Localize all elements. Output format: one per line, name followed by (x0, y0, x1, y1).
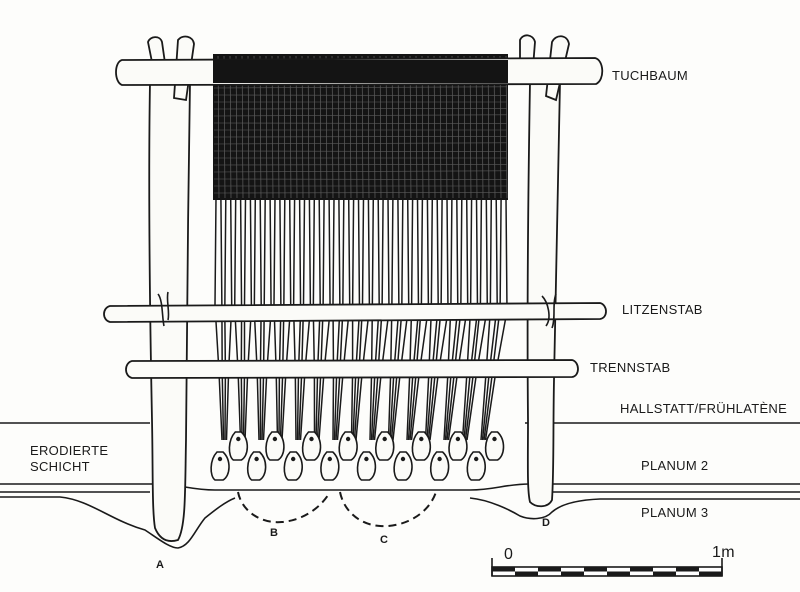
pit-b-outline (237, 491, 331, 524)
stratigraphy-lines (0, 422, 800, 549)
label-erodiert-line1: ERODIERTE (30, 443, 109, 458)
label-erodiert-line2: SCHICHT (30, 459, 90, 474)
pit-c-outline (339, 491, 437, 528)
post-a (147, 35, 195, 542)
label-tuchbaum: TUCHBAUM (612, 68, 689, 83)
pits (237, 491, 437, 528)
label-pit-b: B (270, 527, 279, 539)
litzenstab-rod (103, 302, 607, 323)
label-post-a: A (156, 559, 165, 571)
label-post-d: D (542, 517, 551, 529)
warp-threads (214, 197, 508, 441)
scale-bar (491, 558, 723, 577)
loom-weights (210, 431, 505, 481)
label-planum-3: PLANUM 3 (641, 505, 709, 520)
tuchbaum-beam (115, 57, 604, 86)
label-period: HALLSTATT/FRÜHLATÈNE (620, 401, 788, 416)
trennstab-rod (125, 359, 579, 379)
label-pit-c: C (380, 534, 389, 546)
scale-end-label: 1m (712, 544, 735, 561)
post-d (519, 34, 570, 508)
scale-start-label: 0 (504, 546, 514, 563)
label-planum-2: PLANUM 2 (641, 458, 709, 473)
label-trennstab: TRENNSTAB (590, 360, 671, 375)
label-litzenstab: LITZENSTAB (622, 302, 703, 317)
rod-ties (157, 291, 557, 329)
